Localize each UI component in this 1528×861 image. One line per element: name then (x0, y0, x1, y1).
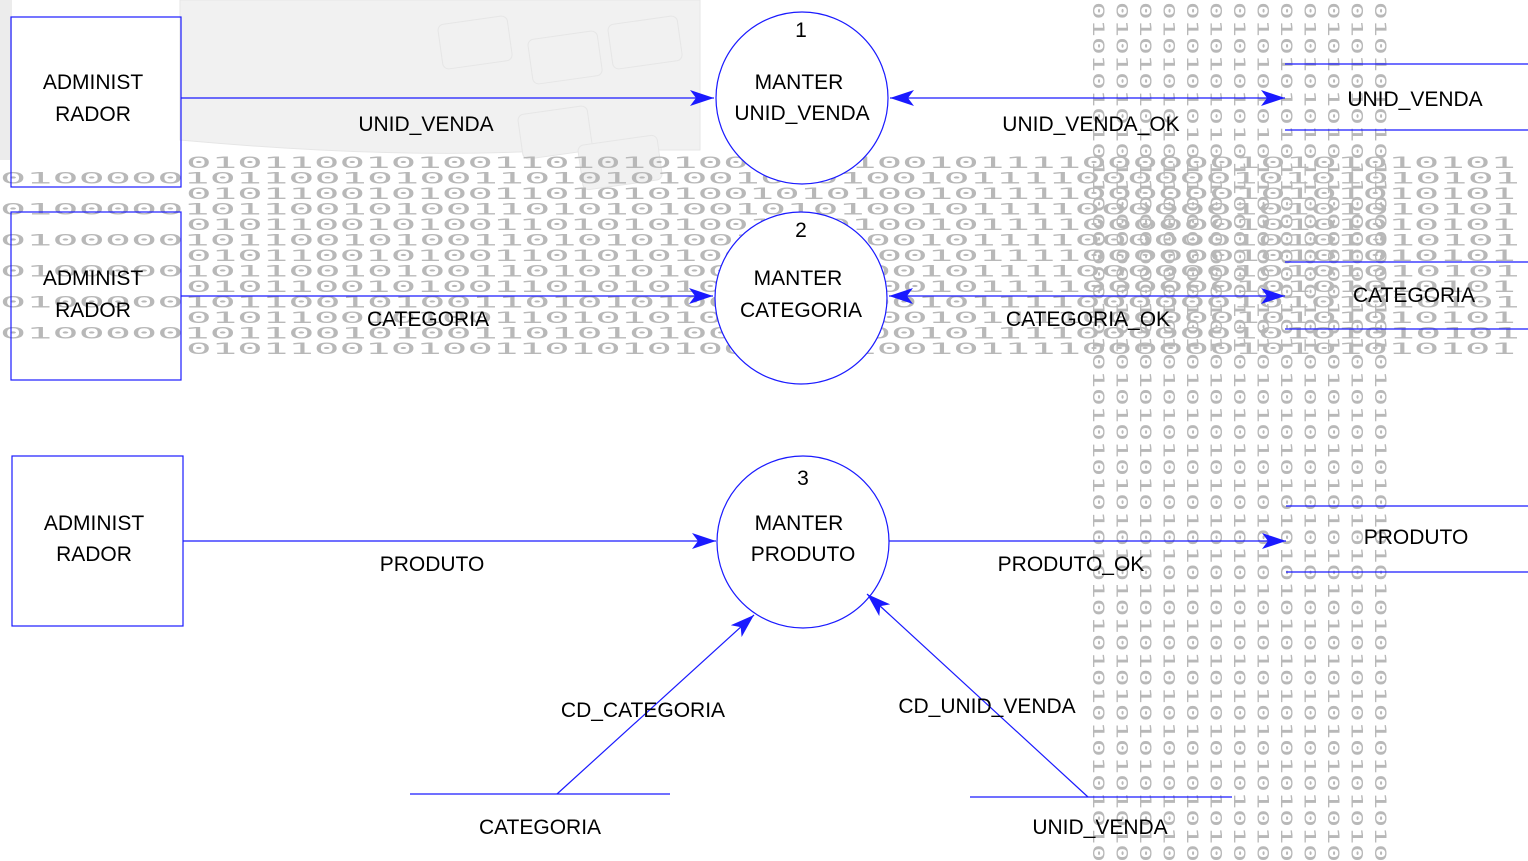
flow-produto[interactable]: PRODUTO (183, 533, 716, 576)
keyboard-watermark-image (0, 0, 701, 191)
entity-label-line2: RADOR (55, 103, 131, 126)
data-store-label: PRODUTO (1364, 526, 1469, 549)
flow-label: CD_UNID_VENDA (898, 695, 1075, 718)
data-store-label: UNID_VENDA (1347, 88, 1482, 111)
data-store-unid-venda-bottom[interactable]: UNID_VENDA (970, 796, 1232, 839)
flow-cd-unid-venda[interactable]: CD_UNID_VENDA (866, 593, 1089, 798)
flow-produto-ok[interactable]: PRODUTO_OK (889, 533, 1286, 576)
binary-columns-watermark: 0101010101100000010101010101010101010101… (1089, 2, 1390, 861)
process-label-line1: MANTER (754, 267, 843, 290)
binary-watermark-row: 0101100101001101010100101010010111100000… (186, 215, 1516, 234)
external-entity-administrador-1[interactable]: ADMINIST RADOR (10, 16, 182, 188)
binary-watermark-column: 0101010101100000010101010101010101010101… (1136, 2, 1155, 861)
binary-watermark-column: 0101010101100000010101010101010101010101… (1089, 2, 1108, 861)
flow-label: PRODUTO (380, 553, 485, 576)
process-manter-categoria[interactable]: 2 MANTER CATEGORIA (714, 211, 888, 385)
process-number: 1 (795, 19, 807, 42)
binary-watermark-column: 0101010101100000010101010101010101010101… (1183, 2, 1202, 861)
binary-watermark-column: 0101010101100000010101010101010101010101… (1371, 2, 1390, 861)
flow-label: CATEGORIA_OK (1006, 308, 1170, 331)
flow-categoria-ok[interactable]: CATEGORIA_OK (889, 288, 1285, 331)
binary-watermark-row: 0100000101100101001101010100101010010111… (0, 200, 1520, 219)
process-number: 3 (797, 467, 809, 490)
binary-watermark-column: 0101010101100000010101010101010101010101… (1254, 2, 1273, 861)
entity-label-line1: ADMINIST (44, 512, 145, 535)
binary-watermark-column: 0101010101100000010101010101010101010101… (1230, 2, 1249, 861)
flow-label: PRODUTO_OK (998, 553, 1145, 576)
flow-label: CATEGORIA (367, 308, 489, 331)
process-number: 2 (795, 219, 807, 242)
data-store-categoria[interactable]: CATEGORIA (1285, 261, 1528, 330)
process-label-line2: UNID_VENDA (734, 102, 869, 125)
external-entity-administrador-3[interactable]: ADMINIST RADOR (11, 455, 184, 627)
flow-unid-venda-ok[interactable]: UNID_VENDA_OK (890, 90, 1285, 136)
binary-watermark-column: 0101010101100000010101010101010101010101… (1113, 2, 1132, 861)
binary-watermark-column: 0101010101100000010101010101010101010101… (1277, 2, 1296, 861)
flow-label: UNID_VENDA_OK (1002, 113, 1179, 136)
entity-label-line1: ADMINIST (43, 267, 144, 290)
entity-label-line2: RADOR (55, 299, 131, 322)
data-store-unid-venda[interactable]: UNID_VENDA (1285, 63, 1528, 131)
binary-watermark-column: 0101010101100000010101010101010101010101… (1301, 2, 1320, 861)
binary-watermark-column: 0101010101100000010101010101010101010101… (1160, 2, 1179, 861)
data-store-label: CATEGORIA (479, 816, 601, 839)
binary-watermark-column: 0101010101100000010101010101010101010101… (1207, 2, 1226, 861)
entity-label-line2: RADOR (56, 543, 132, 566)
binary-watermark-column: 0101010101100000010101010101010101010101… (1348, 2, 1367, 861)
process-label-line2: PRODUTO (751, 543, 856, 566)
process-label-line1: MANTER (755, 71, 844, 94)
flow-unid-venda[interactable]: UNID_VENDA (181, 90, 714, 136)
process-label-line1: MANTER (755, 512, 844, 535)
binary-watermark-row: 0100000101100101001101010100101010010111… (0, 169, 1520, 188)
flow-cd-categoria[interactable]: CD_CATEGORIA (556, 614, 755, 795)
flow-label: CD_CATEGORIA (561, 699, 725, 722)
process-manter-produto[interactable]: 3 MANTER PRODUTO (716, 455, 890, 629)
data-store-label: CATEGORIA (1353, 284, 1475, 307)
entity-label-line1: ADMINIST (43, 71, 144, 94)
data-store-categoria-bottom[interactable]: CATEGORIA (410, 793, 670, 839)
process-label-line2: CATEGORIA (740, 299, 862, 322)
flow-categoria[interactable]: CATEGORIA (181, 288, 713, 331)
binary-watermark-column: 0101010101100000010101010101010101010101… (1324, 2, 1343, 861)
data-store-label: UNID_VENDA (1032, 816, 1167, 839)
binary-watermark-row: 0101100101001101010100101010010111100000… (186, 184, 1516, 203)
data-store-produto[interactable]: PRODUTO (1286, 505, 1528, 573)
flow-label: UNID_VENDA (358, 113, 493, 136)
external-entity-administrador-2[interactable]: ADMINIST RADOR (10, 211, 182, 381)
process-manter-unid-venda[interactable]: 1 MANTER UNID_VENDA (715, 11, 889, 185)
